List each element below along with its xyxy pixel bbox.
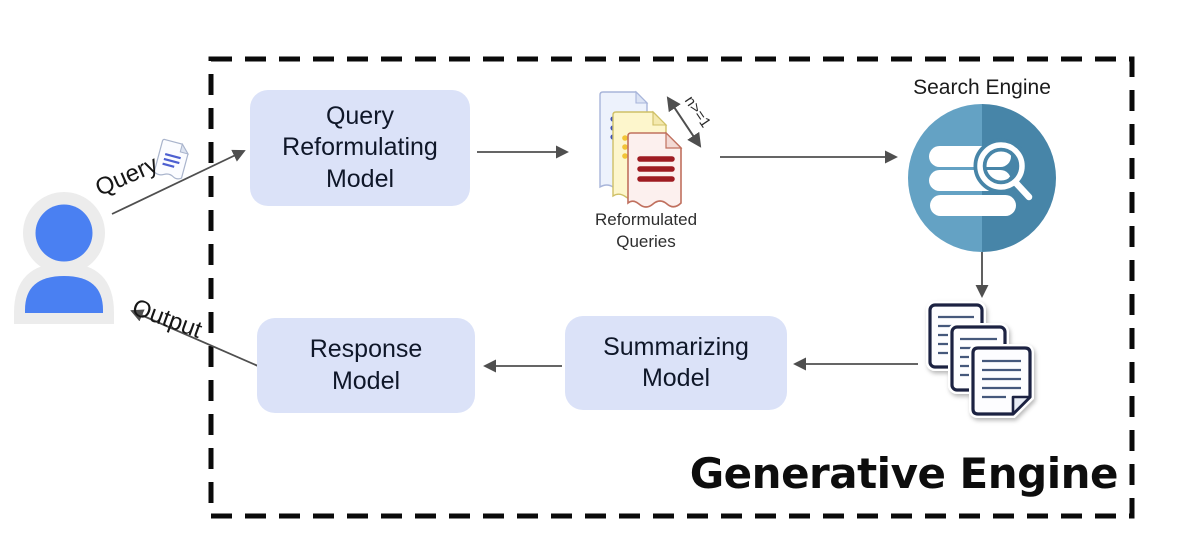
search-engine-icon — [908, 104, 1056, 252]
arrow-response-to-user — [130, 309, 259, 367]
arrow-user-to-reformulating — [111, 149, 246, 215]
user-icon — [14, 192, 114, 324]
response-model-box: Response Model — [257, 318, 475, 413]
query-reformulating-model-box: Query Reformulating Model — [250, 90, 470, 206]
query-reformulating-model-label: Query Reformulating Model — [282, 101, 438, 193]
query-document-icon — [153, 138, 190, 180]
retrieved-documents-icon — [926, 301, 1034, 418]
generative-engine-boundary — [208, 56, 1135, 519]
summarizing-model-box: Summarizing Model — [565, 316, 787, 410]
generative-engine-title: Generative Engine — [689, 449, 1119, 498]
summarizing-model-label: Summarizing Model — [603, 332, 749, 393]
reformulated-queries-label: Reformulated Queries — [594, 210, 698, 252]
document-stack-icon — [599, 90, 683, 208]
response-model-label: Response Model — [309, 335, 423, 395]
search-engine-label: Search Engine — [913, 76, 1051, 99]
n-range-arrow — [666, 96, 702, 148]
